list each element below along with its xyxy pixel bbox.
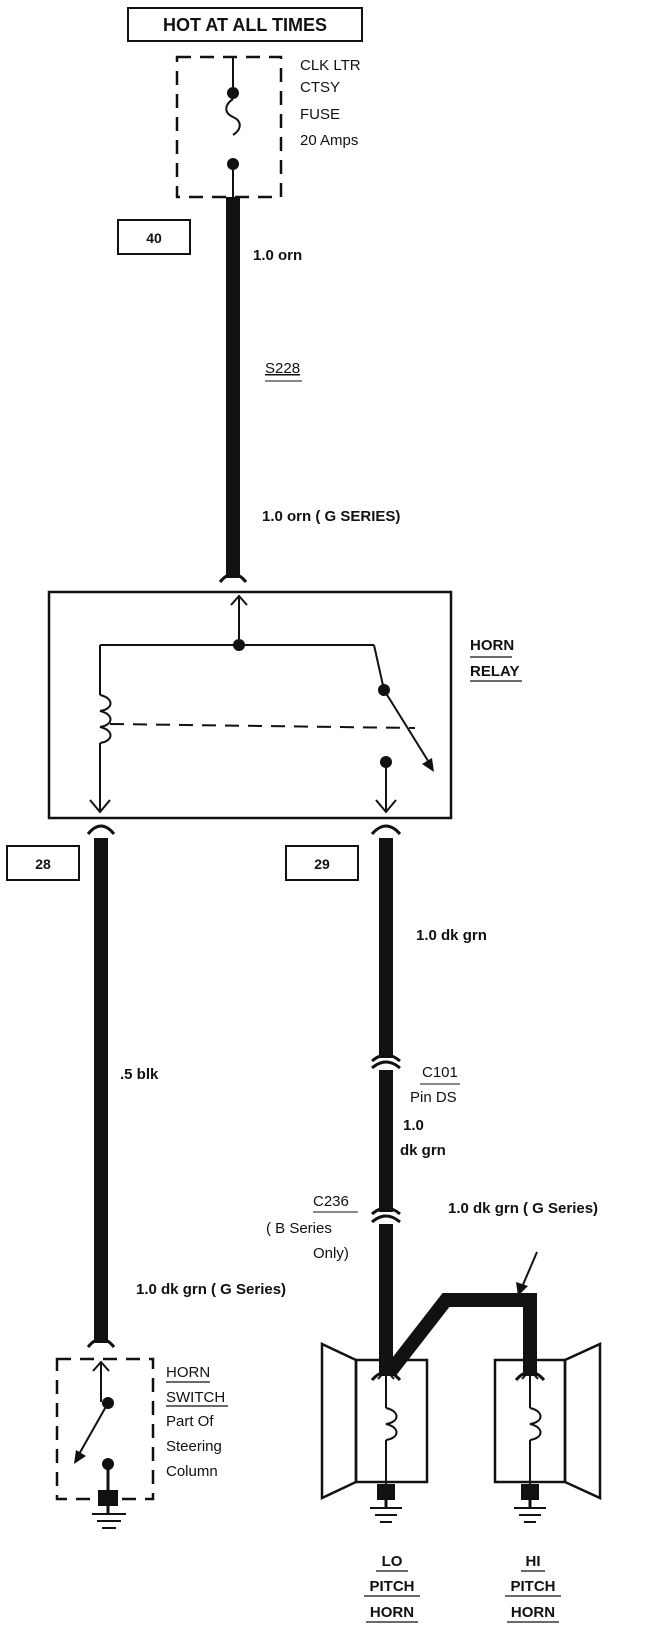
connector-c236-icon — [371, 1206, 401, 1216]
wire-label-orn-lower: 1.0 orn ( G SERIES) — [262, 508, 400, 525]
wire-label-dk-grn-mid-1: 1.0 — [403, 1117, 424, 1134]
horn-switch-ground-icon — [92, 1513, 126, 1529]
lo-horn-label-line3: HORN — [370, 1604, 414, 1621]
circuit-28-box: 28 — [6, 845, 80, 881]
relay-coil-icon — [99, 694, 112, 744]
horn-relay-label-line2: RELAY — [470, 663, 519, 680]
hot-at-all-times-label: HOT AT ALL TIMES — [163, 15, 327, 35]
lo-horn-bell-icon — [320, 1342, 358, 1500]
wire-label-dk-grn-left: 1.0 dk grn ( G Series) — [136, 1281, 286, 1298]
connector-c236-note-2: Only) — [313, 1245, 349, 1262]
fuse-label-line4: 20 Amps — [300, 132, 358, 149]
circuit-28-label: 28 — [35, 856, 51, 872]
fuse-label-line1: CLK LTR — [300, 57, 361, 74]
hi-horn-branch-wire — [384, 1293, 537, 1377]
circuit-29-box: 29 — [285, 845, 359, 881]
fuse-block: CLK LTR CTSY FUSE 20 Amps — [175, 55, 361, 199]
hot-at-all-times-header: HOT AT ALL TIMES — [127, 7, 363, 42]
hi-horn-coil-icon — [529, 1407, 542, 1441]
horn-switch-label-line1: HORN — [166, 1364, 210, 1381]
fuse-label-line2: CTSY — [300, 79, 340, 96]
horn-switch-label-line5: Column — [166, 1463, 218, 1480]
connector-c101-icon — [371, 1053, 401, 1063]
horn-relay: HORN RELAY — [47, 590, 522, 820]
horn-relay-label-line1: HORN — [470, 637, 514, 654]
connector-c101-label: C101 — [422, 1064, 458, 1081]
lo-pitch-horn: LO PITCH HORN — [320, 1342, 429, 1623]
lo-horn-ground-icon — [370, 1507, 402, 1523]
lo-horn-label-line2: PITCH — [370, 1578, 415, 1595]
lo-horn-label-line1: LO — [382, 1553, 403, 1570]
wire-label-dk-grn-upper: 1.0 dk grn — [416, 927, 487, 944]
hi-pitch-horn: HI PITCH HORN — [493, 1342, 602, 1623]
hi-horn-ground-icon — [514, 1507, 546, 1523]
switch-contact-icon — [77, 1402, 109, 1457]
hi-horn-label-line1: HI — [526, 1553, 541, 1570]
wire-label-blk: .5 blk — [120, 1066, 159, 1083]
hi-horn-label-line3: HORN — [511, 1604, 555, 1621]
fuse-label-line3: FUSE — [300, 106, 340, 123]
connector-c236-note-1: ( B Series — [266, 1220, 332, 1237]
wire-label-dk-grn-hi-branch: 1.0 dk grn ( G Series) — [448, 1200, 598, 1217]
horn-switch: HORN SWITCH Part Of Steering Column — [55, 1357, 228, 1529]
lo-horn-coil-icon — [385, 1407, 398, 1441]
horn-switch-label-line3: Part Of — [166, 1413, 214, 1430]
circuit-40-box: 40 — [117, 219, 191, 255]
wire-label-orn-upper: 1.0 orn — [253, 247, 302, 264]
splice-s228-label: S228 — [265, 360, 300, 377]
circuit-40-label: 40 — [146, 230, 162, 246]
horn-switch-label-line2: SWITCH — [166, 1389, 225, 1406]
fuse-element-icon — [225, 98, 241, 136]
hi-horn-label-line2: PITCH — [511, 1578, 556, 1595]
hi-horn-bell-icon — [563, 1342, 602, 1500]
wire-label-dk-grn-mid-2: dk grn — [400, 1142, 446, 1159]
horn-switch-label-line4: Steering — [166, 1438, 222, 1455]
connector-c236-label: C236 — [313, 1193, 349, 1210]
connector-c101-pin-label: Pin DS — [410, 1089, 457, 1106]
circuit-29-label: 29 — [314, 856, 330, 872]
